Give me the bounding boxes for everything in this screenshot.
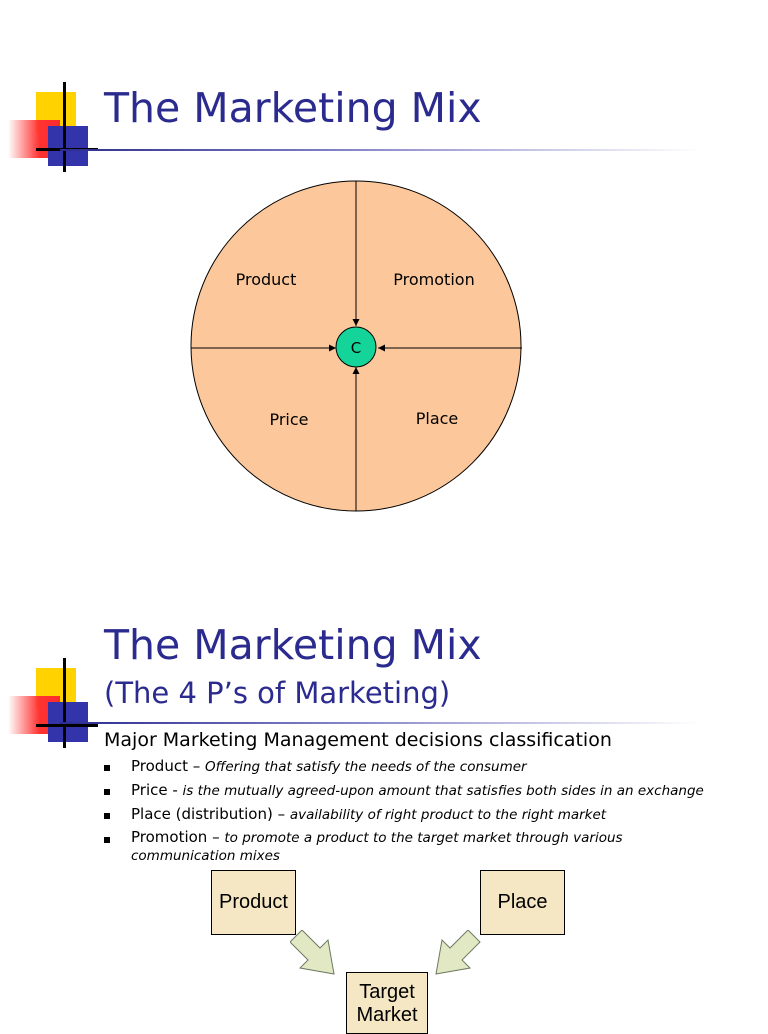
- bullet-icon: [104, 789, 110, 795]
- slide-title: The Marketing Mix: [104, 621, 482, 669]
- place-box: Place: [480, 870, 565, 935]
- bullet-item: Product – Offering that satisfy the need…: [104, 757, 744, 781]
- flow-arrows: [290, 930, 481, 975]
- bullet-item: Place (distribution) – availability of r…: [104, 805, 744, 829]
- slide-decoration: [8, 658, 108, 758]
- bullet-icon: [104, 765, 110, 771]
- quadrant-product: Product: [236, 270, 297, 289]
- bullet-icon: [104, 813, 110, 819]
- arrow-right-down-icon: [290, 930, 335, 975]
- slide-decoration: [8, 82, 108, 182]
- center-label: C: [351, 339, 361, 357]
- bullet-term: Promotion –: [131, 828, 225, 846]
- intro-text: Major Marketing Management decisions cla…: [104, 729, 612, 751]
- bullet-term: Price -: [131, 781, 183, 799]
- bullet-definition: to promote a product to the target marke…: [131, 830, 623, 864]
- bullet-term: Product –: [131, 757, 205, 775]
- quadrant-price: Price: [269, 410, 308, 429]
- quadrant-place: Place: [416, 409, 459, 428]
- product-box: Product: [211, 870, 296, 935]
- bullet-list: Product – Offering that satisfy the need…: [104, 757, 744, 865]
- bullet-item: Promotion – to promote a product to the …: [104, 829, 651, 865]
- bullet-definition: Offering that satisfy the needs of the c…: [205, 759, 527, 775]
- bullet-definition: availability of right product to the rig…: [289, 807, 607, 823]
- bullet-term: Place (distribution) –: [131, 805, 290, 823]
- title-underline: [60, 149, 700, 151]
- marketing-mix-diagram: C Product Promotion Price Place: [190, 180, 522, 512]
- bullet-item: Price - is the mutually agreed-upon amou…: [104, 781, 744, 805]
- center-circle: [335, 326, 377, 368]
- slide-title: The Marketing Mix: [104, 84, 482, 132]
- bullet-definition: is the mutually agreed-upon amount that …: [182, 783, 704, 799]
- arrow-left-down-icon: [435, 930, 481, 975]
- slide-subtitle: (The 4 P’s of Marketing): [104, 676, 451, 710]
- target-market-box: Target Market: [346, 972, 428, 1034]
- title-underline: [60, 722, 700, 724]
- quadrant-promotion: Promotion: [393, 270, 474, 289]
- bullet-icon: [104, 837, 110, 843]
